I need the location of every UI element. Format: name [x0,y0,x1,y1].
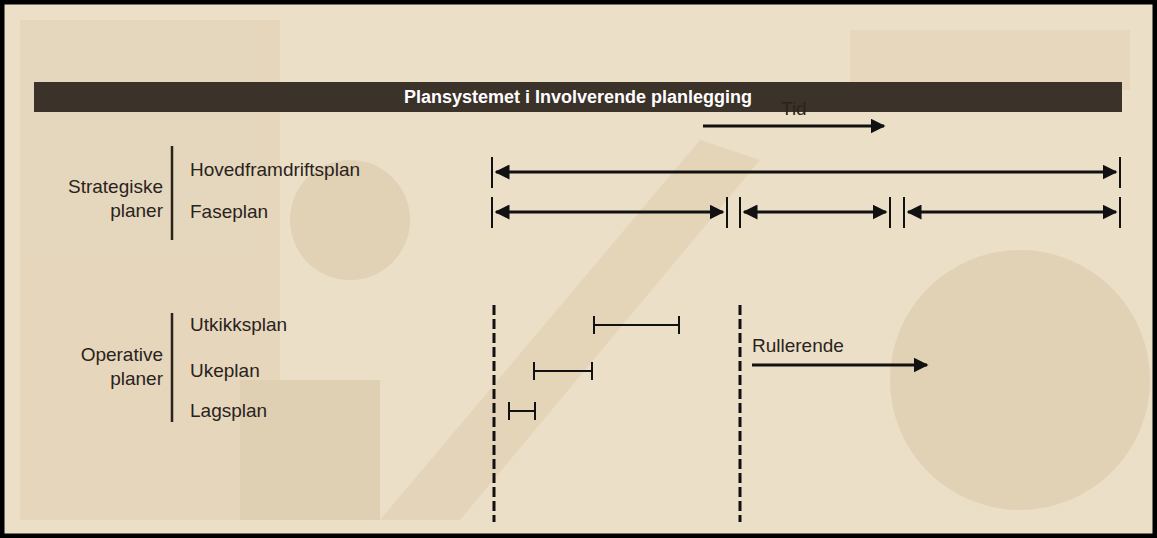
axis-label: Rullerende [752,334,844,358]
axis-label: Tid [781,97,807,121]
phase-plan-spans [492,197,1120,228]
main-plan-span [492,157,1120,188]
plan-label: Faseplan [190,200,268,224]
group-label: Operative planer [53,343,163,391]
group-label: Strategiske planer [53,175,163,223]
plan-label: Hovedframdriftsplan [190,158,360,182]
plan-label: Lagsplan [190,399,267,423]
team-span [509,402,535,420]
plan-label: Ukeplan [190,359,260,383]
plan-label: Utkikksplan [190,313,287,337]
group-bracket [171,313,174,422]
title: Plansystemet i Involverende planlegging [34,82,1122,112]
faded-photo [20,20,1150,520]
rolling-arrow [752,364,927,367]
lookahead-span [594,316,679,334]
week-span [534,362,592,380]
time-arrow [703,125,884,128]
group-bracket [171,146,174,240]
dashed-marker [493,305,496,522]
title-band [34,82,1122,112]
dashed-marker [739,305,742,522]
